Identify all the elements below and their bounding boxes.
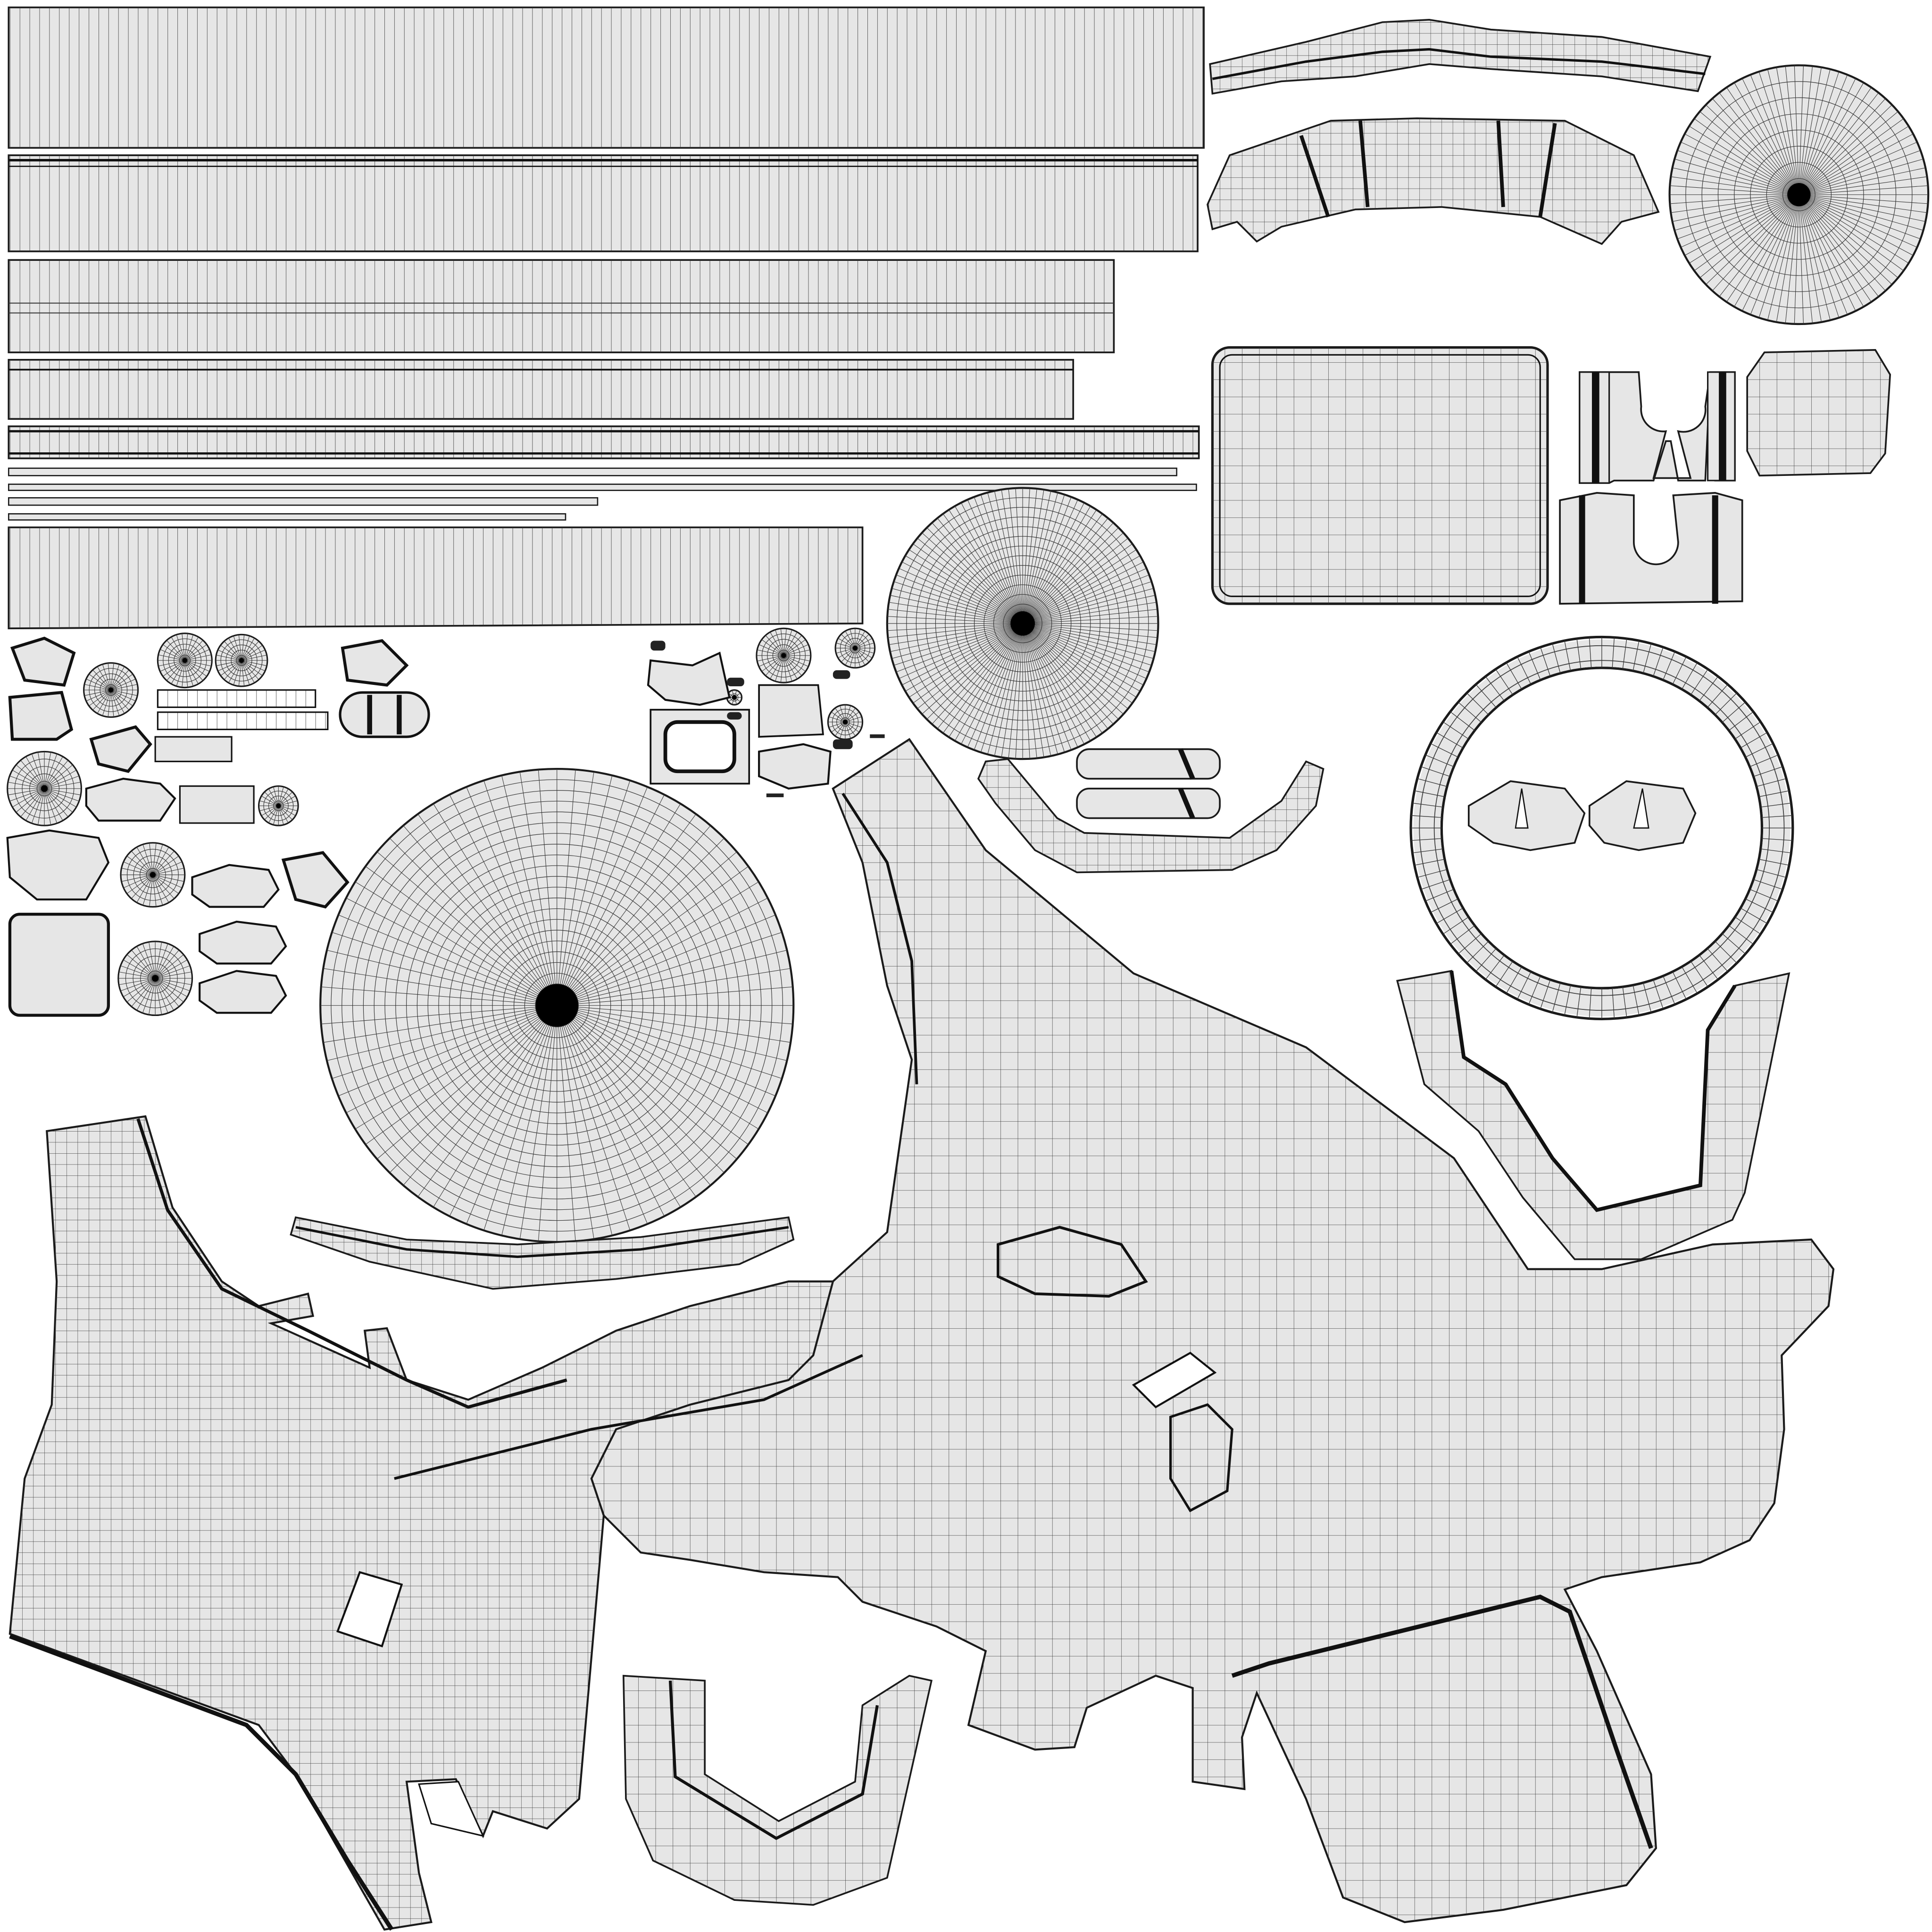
- uv-square-part: [8, 913, 110, 1017]
- uv-tiny-bar-6: [870, 734, 885, 738]
- uv-tiny-bar-7: [766, 793, 784, 798]
- uv-tiny-bar-5: [833, 739, 853, 749]
- uv-handle-grip-1: [1076, 748, 1221, 780]
- uv-lens-part-1: [341, 639, 409, 687]
- uv-tiny-bar-3: [833, 670, 850, 679]
- uv-strip-7: [8, 483, 1197, 491]
- uv-small-part-c: [89, 725, 152, 773]
- uv-strip-8: [8, 497, 599, 506]
- center-small-islands: [647, 641, 885, 798]
- uv-small-part-a: [10, 636, 76, 687]
- block-islands: [1211, 346, 1891, 605]
- uv-spout-part: [758, 743, 832, 790]
- ring-island: [1409, 635, 1794, 1020]
- uv-tiny-bar-4: [727, 712, 742, 720]
- strip-islands: [8, 6, 1205, 630]
- small-part-islands: [6, 636, 430, 1017]
- uv-disc-small-11: [726, 689, 743, 706]
- uv-tiny-bar-1: [650, 641, 666, 651]
- uv-disc-large: [319, 767, 795, 1243]
- uv-disc-small-2: [157, 633, 213, 689]
- uv-arc-part-2: [191, 864, 280, 908]
- uv-diamond-part: [758, 684, 824, 738]
- uv-keyhole-bottom: [1559, 492, 1743, 605]
- uv-disc-small-4: [7, 750, 82, 826]
- handle-islands: [290, 748, 1324, 1290]
- uv-hole-center: [1132, 1351, 1217, 1408]
- uv-strip-6: [8, 467, 1177, 476]
- uv-lug-left: [1467, 780, 1586, 851]
- uv-arc-part-3: [199, 920, 287, 965]
- uv-handle-grip-2: [1076, 788, 1221, 819]
- uv-hole-notch: [418, 1781, 484, 1837]
- uv-tri-part: [281, 851, 350, 909]
- uv-disc-small-7: [117, 941, 193, 1016]
- uv-small-strip: [154, 736, 233, 762]
- uv-arc-part-4: [199, 970, 287, 1014]
- body-islands: [8, 738, 1835, 1931]
- uv-strip-9: [8, 513, 566, 521]
- uv-disc-center: [886, 487, 1159, 760]
- uv-barcode-strip-2: [157, 711, 329, 731]
- uv-small-part-b: [8, 691, 74, 741]
- uv-disc-top-right: [1668, 64, 1930, 325]
- uv-bowl-part: [6, 829, 110, 901]
- uv-barcode-strip-1: [157, 689, 316, 708]
- uv-tiny-bar-2: [727, 677, 744, 687]
- u-bracket-islands: [622, 970, 1790, 1906]
- uv-disc-small-10: [827, 704, 864, 740]
- uv-capsule-part: [339, 691, 430, 738]
- uv-disc-small-3: [215, 633, 268, 687]
- uv-disc-small-5: [258, 785, 299, 826]
- uv-cup-part: [647, 651, 731, 706]
- uv-disc-small-1: [83, 662, 139, 718]
- uv-arc-part-1: [85, 777, 176, 822]
- curved-band-islands: [1207, 18, 1712, 245]
- uv-disc-small-8: [756, 627, 812, 683]
- uv-hole-left: [336, 1571, 403, 1648]
- uv-small-strip-2: [179, 785, 255, 824]
- uv-disc-small-9: [834, 627, 876, 669]
- uv-disc-small-6: [120, 842, 186, 908]
